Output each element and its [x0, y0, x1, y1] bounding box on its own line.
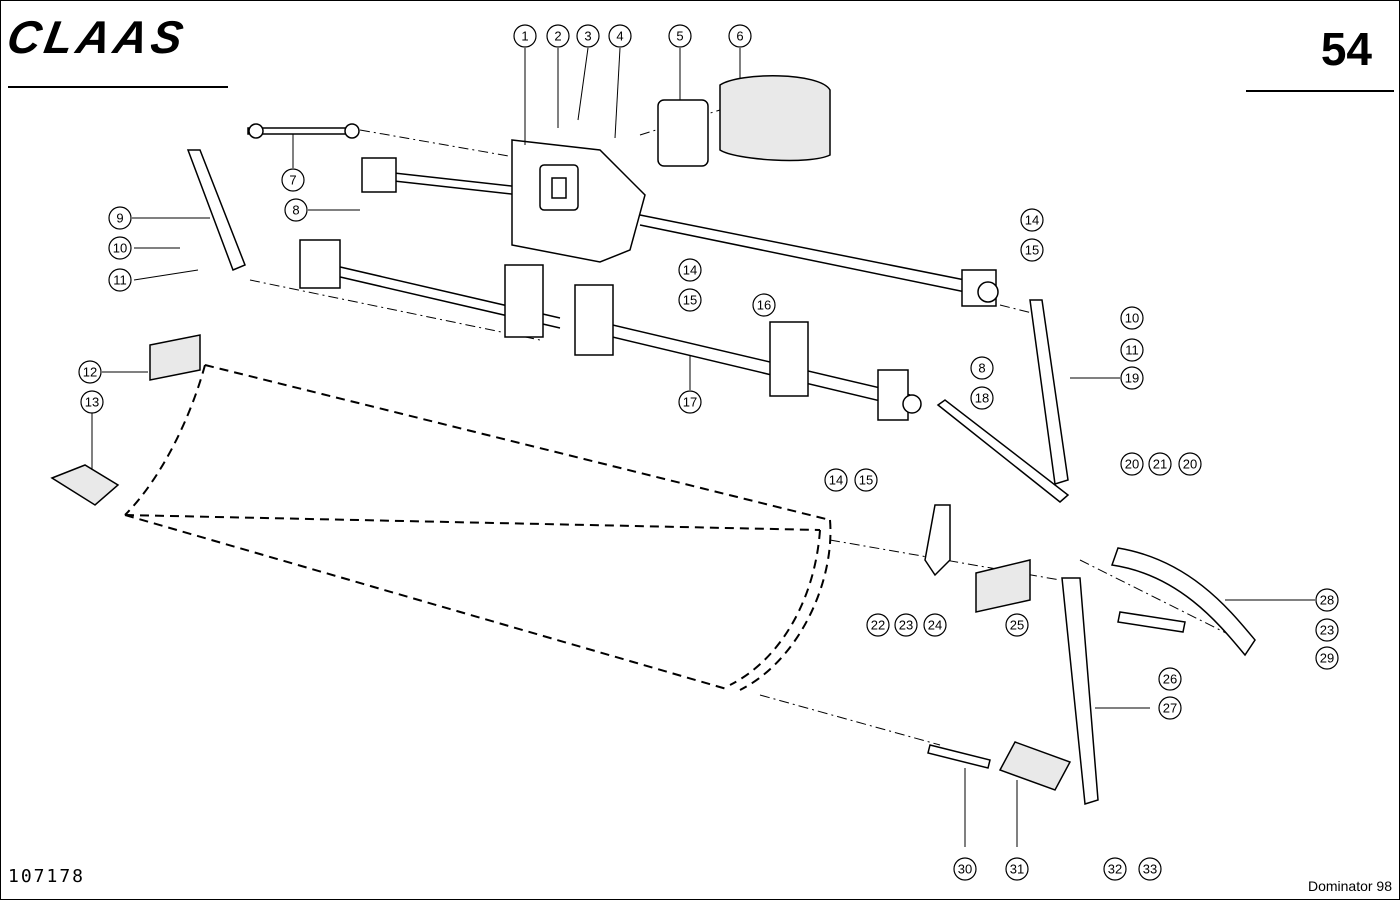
callout-label: 14 — [829, 473, 843, 488]
callout-14: 14 — [1020, 208, 1044, 232]
callout-label: 9 — [116, 211, 123, 226]
callout-32: 32 — [1103, 857, 1127, 881]
callout-label: 14 — [1025, 213, 1039, 228]
callout-6: 6 — [728, 24, 752, 48]
callout-label: 18 — [975, 391, 989, 406]
page-number-underline — [1246, 90, 1394, 92]
callout-label: 1 — [521, 29, 528, 44]
callout-label: 11 — [1125, 343, 1139, 358]
callout-20: 20 — [1178, 452, 1202, 476]
callout-24: 24 — [923, 613, 947, 637]
callout-26: 26 — [1158, 667, 1182, 691]
assembly-axis-lines — [249, 109, 1241, 746]
callout-7: 7 — [281, 168, 305, 192]
callout-label: 8 — [292, 203, 299, 218]
callout-20: 20 — [1120, 452, 1144, 476]
callout-label: 21 — [1153, 457, 1167, 472]
page-number: 54 — [1320, 23, 1372, 75]
callout-10: 10 — [1120, 306, 1144, 330]
callout-label: 31 — [1010, 862, 1024, 877]
callout-25: 25 — [1005, 613, 1029, 637]
callout-label: 20 — [1125, 457, 1139, 472]
callout-label: 19 — [1125, 371, 1139, 386]
callout-label: 30 — [958, 862, 972, 877]
callout-label: 15 — [1025, 243, 1039, 258]
callout-5: 5 — [668, 24, 692, 48]
callout-label: 15 — [859, 473, 873, 488]
callout-19: 19 — [1120, 366, 1144, 390]
callout-14: 14 — [678, 258, 702, 282]
callout-16: 16 — [752, 293, 776, 317]
callout-label: 2 — [554, 29, 561, 44]
callout-27: 27 — [1158, 696, 1182, 720]
callout-21: 21 — [1148, 452, 1172, 476]
lower-shaft-assembly — [299, 239, 922, 421]
callout-10: 10 — [108, 236, 132, 260]
callout-label: 10 — [113, 241, 127, 256]
callout-17: 17 — [678, 390, 702, 414]
drawing-number: 107178 — [8, 866, 86, 887]
callout-11: 11 — [108, 268, 132, 292]
callout-30: 30 — [953, 857, 977, 881]
callout-33: 33 — [1138, 857, 1162, 881]
callout-1: 1 — [513, 24, 537, 48]
callout-label: 20 — [1183, 457, 1197, 472]
callout-label: 23 — [1320, 623, 1334, 638]
callout-13: 13 — [80, 390, 104, 414]
callout-15: 15 — [1020, 238, 1044, 262]
linkage-parts — [50, 75, 1256, 805]
callout-leaders — [91, 47, 1315, 847]
callout-label: 33 — [1143, 862, 1157, 877]
callout-label: 29 — [1320, 651, 1334, 666]
callout-14: 14 — [824, 468, 848, 492]
callout-label: 7 — [289, 173, 296, 188]
hopper-cover-outline — [124, 364, 832, 691]
callout-label: 25 — [1010, 618, 1024, 633]
callout-23: 23 — [894, 613, 918, 637]
callout-15: 15 — [854, 468, 878, 492]
callout-22: 22 — [866, 613, 890, 637]
callout-2: 2 — [546, 24, 570, 48]
callout-28: 28 — [1315, 588, 1339, 612]
callout-label: 15 — [683, 293, 697, 308]
brand-underline — [8, 86, 228, 88]
callout-label: 11 — [113, 273, 127, 288]
part-callouts: 1 2 3 4 5 6 7 8 9 10 11 12 13 14 15 14 1… — [78, 24, 1339, 881]
upper-shaft-assembly — [361, 139, 999, 307]
callout-3: 3 — [576, 24, 600, 48]
callout-label: 12 — [83, 365, 97, 380]
callout-18: 18 — [970, 386, 994, 410]
callout-8: 8 — [284, 198, 308, 222]
callout-label: 3 — [584, 29, 591, 44]
callout-label: 4 — [616, 29, 623, 44]
callout-8: 8 — [970, 356, 994, 380]
callout-label: 8 — [978, 361, 985, 376]
callout-label: 16 — [757, 298, 771, 313]
callout-label: 6 — [736, 29, 743, 44]
callout-12: 12 — [78, 360, 102, 384]
model-name: Dominator 98 — [1307, 878, 1392, 894]
callout-label: 10 — [1125, 311, 1139, 326]
callout-label: 32 — [1108, 862, 1122, 877]
callout-label: 5 — [676, 29, 683, 44]
callout-label: 27 — [1163, 701, 1177, 716]
callout-label: 23 — [899, 618, 913, 633]
callout-9: 9 — [108, 206, 132, 230]
callout-15: 15 — [678, 288, 702, 312]
callout-4: 4 — [608, 24, 632, 48]
callout-label: 28 — [1320, 593, 1334, 608]
callout-label: 24 — [928, 618, 942, 633]
callout-31: 31 — [1005, 857, 1029, 881]
callout-label: 22 — [871, 618, 885, 633]
callout-23: 23 — [1315, 618, 1339, 642]
callout-label: 14 — [683, 263, 697, 278]
callout-label: 13 — [85, 395, 99, 410]
callout-11: 11 — [1120, 338, 1144, 362]
callout-29: 29 — [1315, 646, 1339, 670]
callout-label: 17 — [683, 395, 697, 410]
callout-label: 26 — [1163, 672, 1177, 687]
